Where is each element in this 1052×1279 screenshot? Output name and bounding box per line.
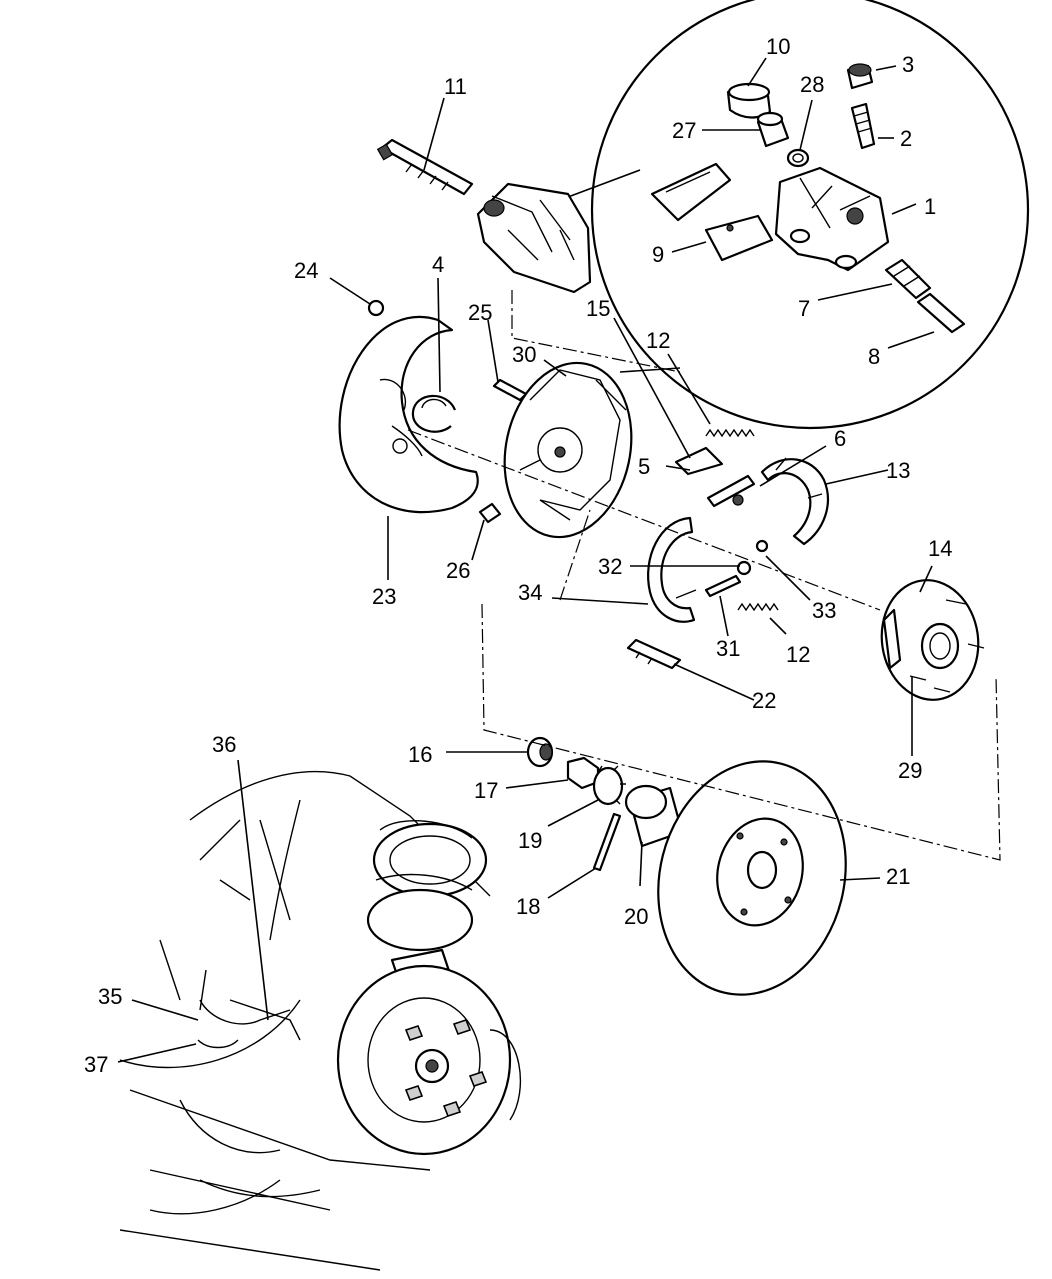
return-spring-lower <box>737 602 779 612</box>
callout-25: 25 <box>468 300 492 325</box>
callout-9: 9 <box>652 242 664 267</box>
piston-seal <box>786 148 810 168</box>
callout-3: 3 <box>902 52 914 77</box>
leader-lines <box>117 57 935 1063</box>
callout-4: 4 <box>432 252 444 277</box>
piston-boot <box>726 82 772 119</box>
callout-35: 35 <box>98 984 122 1009</box>
callout-7: 7 <box>798 296 810 321</box>
callout-16: 16 <box>408 742 432 767</box>
callout-32: 32 <box>598 554 622 579</box>
hold-down-pin <box>704 574 742 598</box>
callout-14: 14 <box>928 536 952 561</box>
callout-19: 19 <box>518 828 542 853</box>
callout-13: 13 <box>886 458 910 483</box>
callout-11: 11 <box>444 74 467 99</box>
vehicle-suspension-sketch <box>119 770 522 1271</box>
hub-bearing-assembly <box>880 579 980 701</box>
brake-rotor <box>657 760 847 996</box>
callout-29: 29 <box>898 758 922 783</box>
parking-brake-lever <box>674 446 724 476</box>
callout-23: 23 <box>372 584 396 609</box>
bleeder-screw <box>850 102 876 150</box>
callout-12b: 12 <box>786 642 810 667</box>
assembled-caliper <box>476 182 592 294</box>
callout-8: 8 <box>868 344 880 369</box>
cotter-pin <box>592 812 622 872</box>
callout-20: 20 <box>624 904 648 929</box>
nut-retainer <box>592 765 626 806</box>
adjuster-plug <box>478 502 502 524</box>
callout-18: 18 <box>516 894 540 919</box>
callout-17: 17 <box>474 778 498 803</box>
callout-15: 15 <box>586 296 610 321</box>
guide-pin <box>916 292 966 334</box>
hold-down-cup <box>736 560 752 576</box>
adapter-bolt <box>626 638 682 670</box>
outer-bearing <box>624 784 684 848</box>
brake-backing-plate <box>503 361 633 539</box>
callout-22: 22 <box>752 688 776 713</box>
callout-labels: 1 2 3 4 5 6 7 8 9 10 11 12 12 13 14 15 1… <box>84 34 952 1077</box>
callout-27: 27 <box>672 118 696 143</box>
callout-30: 30 <box>512 342 536 367</box>
callout-24: 24 <box>294 258 318 283</box>
caliper-mounting-bolt <box>376 138 474 196</box>
hold-down-spring <box>755 539 769 553</box>
backing-plate-bolt <box>492 378 528 402</box>
caliper-detail-circle <box>559 0 1030 430</box>
outer-brake-pad <box>650 162 732 222</box>
guide-pin-bushing <box>884 258 932 300</box>
parking-brake-shoe-rear <box>760 457 829 546</box>
callout-33: 33 <box>812 598 836 623</box>
caliper-piston <box>756 111 790 148</box>
caliper-body <box>774 166 890 272</box>
callout-37: 37 <box>84 1052 108 1077</box>
adjuster-strut <box>706 474 756 508</box>
callout-36: 36 <box>212 732 236 757</box>
return-spring-upper <box>705 428 755 438</box>
callout-21: 21 <box>886 864 910 889</box>
callout-10: 10 <box>766 34 790 59</box>
callout-1: 1 <box>924 194 936 219</box>
callout-12a: 12 <box>646 328 670 353</box>
inner-brake-pad <box>704 214 774 262</box>
callout-6: 6 <box>834 426 846 451</box>
callout-31: 31 <box>716 636 740 661</box>
dust-shield <box>338 315 479 514</box>
dust-shield-nut <box>367 299 385 317</box>
assembly-centerlines <box>407 290 1001 861</box>
retaining-ring <box>411 394 457 433</box>
bleeder-cap <box>846 63 874 90</box>
callout-26: 26 <box>446 558 470 583</box>
wheel-studs <box>909 599 985 693</box>
callout-28: 28 <box>800 72 824 97</box>
callout-5: 5 <box>638 454 650 479</box>
parking-brake-shoe-front <box>647 516 697 623</box>
callout-34: 34 <box>518 580 542 605</box>
callout-2: 2 <box>900 126 912 151</box>
